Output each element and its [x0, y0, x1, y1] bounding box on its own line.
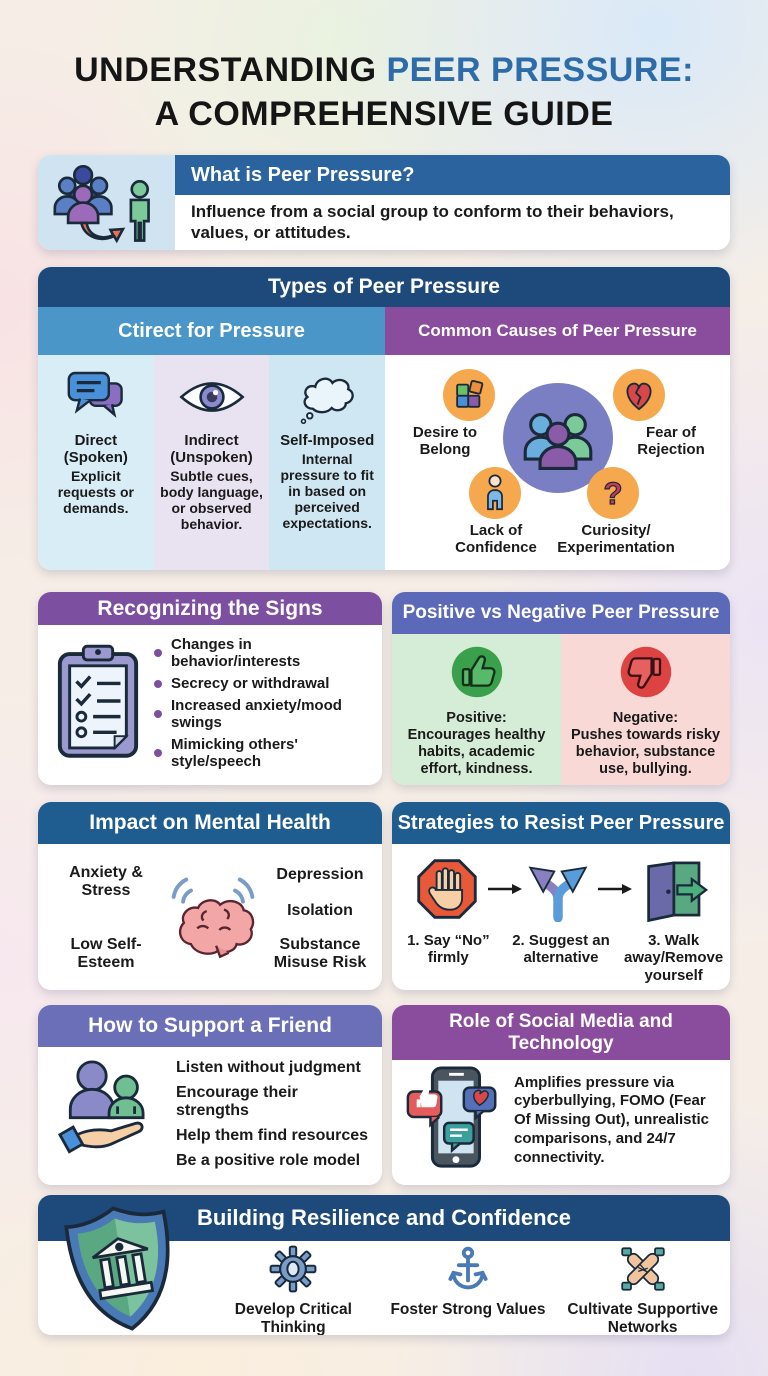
- bullet-dot: [154, 679, 162, 688]
- open-door-icon: [636, 856, 709, 927]
- broken-heart-icon: [613, 369, 665, 421]
- strategy-step: 3. Walk away/Remove yourself: [624, 932, 724, 984]
- causes-subheader: Common Causes of Peer Pressure: [385, 307, 730, 355]
- mental-label: Substance Misuse Risk: [273, 936, 367, 971]
- title-prefix: UNDERSTANDING: [74, 51, 387, 89]
- type-direct: Direct (Spoken) Explicit requests or dem…: [38, 355, 154, 570]
- mental-label: Isolation: [287, 902, 353, 919]
- type-self-imposed: Self-Imposed Internal pressure to fit in…: [269, 355, 386, 570]
- support-header: How to Support a Friend: [38, 1005, 382, 1047]
- resilience-item: Foster Strong Values: [381, 1241, 556, 1335]
- signs-list: Changes in behavior/interests Secrecy or…: [154, 631, 370, 775]
- resilience-label: Develop Critical Thinking: [234, 1301, 352, 1335]
- resilience-item: Develop Critical Thinking: [206, 1241, 381, 1335]
- shield-institution-icon: [54, 1195, 192, 1335]
- social-header: Role of Social Media and Technology: [392, 1005, 730, 1060]
- support-item: Encourage their strengths: [176, 1083, 298, 1119]
- what-is-card: What is Peer Pressure? Influence from a …: [38, 155, 730, 250]
- mental-label: Anxiety & Stress: [69, 864, 143, 899]
- person-icon: [469, 467, 521, 519]
- chat-bubbles-icon: [63, 365, 129, 429]
- types-card: Types of Peer Pressure Ctirect for Press…: [38, 267, 730, 570]
- hands-together-icon: [619, 1245, 667, 1298]
- type-desc: Subtle cues, body language, or observed …: [160, 467, 263, 532]
- page-title: UNDERSTANDING PEER PRESSURE: A COMPREHEN…: [0, 48, 768, 136]
- signs-card: Recognizing the Signs: [38, 592, 382, 785]
- stop-hand-icon: [414, 856, 480, 927]
- mental-header: Impact on Mental Health: [38, 802, 382, 844]
- negative-desc: Pushes towards risky behavior, substance…: [570, 727, 721, 778]
- smartphone-notifications-icon: [404, 1064, 504, 1177]
- support-list: Listen without judgment Encourage their …: [176, 1052, 372, 1177]
- type-name: Self-Imposed: [280, 432, 375, 449]
- bullet-dot: [154, 710, 162, 718]
- social-body: Amplifies pressure via cyberbullying, FO…: [514, 1073, 710, 1166]
- cause-label: Fear of Rejection: [637, 424, 705, 458]
- strategy-step: 1. Say “No” firmly: [407, 932, 490, 967]
- positive-panel: Positive: Encourages healthy habits, aca…: [392, 634, 561, 785]
- thought-cloud-icon: [295, 365, 359, 429]
- sign-item: Changes in behavior/interests: [171, 636, 301, 670]
- what-is-header: What is Peer Pressure?: [175, 155, 730, 195]
- fork-arrows-icon: [521, 856, 595, 927]
- pos-neg-card: Positive vs Negative Peer Pressure Posit…: [392, 592, 730, 785]
- resilience-card: Building Resilience and Confidence: [38, 1195, 730, 1335]
- positive-desc: Encourages healthy habits, academic effo…: [407, 727, 546, 778]
- brain-icon: [150, 852, 276, 983]
- types-left-subheader: Ctirect for Pressure: [38, 307, 385, 355]
- cause-label: Curiosity/ Experimentation: [557, 522, 675, 556]
- strategy-step: 2. Suggest an alternative: [512, 932, 610, 967]
- sign-item: Increased anxiety/mood swings: [171, 697, 342, 731]
- eye-icon: [177, 365, 247, 429]
- strategies-card: Strategies to Resist Peer Pressure: [392, 802, 730, 990]
- resilience-label: Foster Strong Values: [390, 1301, 546, 1318]
- bullet-dot: [154, 649, 162, 657]
- pos-neg-header: Positive vs Negative Peer Pressure: [392, 592, 730, 634]
- support-card: How to Support a Friend Listen without j…: [38, 1005, 382, 1185]
- sign-item: Mimicking others' style/speech: [171, 736, 298, 770]
- sign-item: Secrecy or withdrawal: [171, 675, 330, 692]
- cause-label: Desire to Belong: [412, 424, 478, 458]
- mental-label: Depression: [276, 866, 364, 883]
- type-desc: Explicit requests or demands.: [57, 467, 134, 516]
- resilience-item: Cultivate Supportive Networks: [555, 1241, 730, 1335]
- svg-text:?: ?: [603, 476, 622, 511]
- common-causes-diagram: ? Desire to Belong Fear of Rejection Lac…: [385, 355, 730, 570]
- mental-label: Low Self-Esteem: [70, 936, 142, 971]
- negative-title: Negative:: [612, 710, 679, 726]
- negative-panel: Negative: Pushes towards risky behavior,…: [561, 634, 730, 785]
- support-item: Listen without judgment: [176, 1058, 361, 1076]
- type-indirect: Indirect (Unspoken) Subtle cues, body la…: [153, 355, 270, 570]
- strategies-header: Strategies to Resist Peer Pressure: [392, 802, 730, 844]
- support-item: Help them find resources: [176, 1126, 369, 1144]
- support-item: Be a positive role model: [176, 1151, 361, 1169]
- what-is-body: Influence from a social group to conform…: [191, 201, 674, 242]
- resilience-label: Cultivate Supportive Networks: [567, 1301, 719, 1335]
- thumbs-down-icon: [618, 644, 674, 705]
- type-name: Indirect (Unspoken): [170, 432, 253, 466]
- bullet-dot: [154, 749, 162, 757]
- type-name: Direct (Spoken): [63, 432, 128, 466]
- group-to-individual-icon: [38, 155, 175, 250]
- arrow-right-icon: [488, 882, 522, 901]
- title-line2: A COMPREHENSIVE GUIDE: [154, 95, 614, 134]
- gear-icon: [269, 1245, 317, 1298]
- mental-health-card: Impact on Mental Health: [38, 802, 382, 990]
- thumbs-up-icon: [449, 644, 505, 705]
- type-desc: Internal pressure to fit in based on per…: [280, 450, 374, 532]
- question-mark-icon: ?: [587, 467, 639, 519]
- anchor-icon: [445, 1245, 491, 1298]
- signs-header: Recognizing the Signs: [38, 592, 382, 625]
- social-media-card: Role of Social Media and Technology: [392, 1005, 730, 1185]
- puzzle-icon: [443, 369, 495, 421]
- arrow-right-icon: [598, 882, 632, 901]
- positive-title: Positive:: [446, 710, 507, 726]
- helping-hand-icon: [57, 1056, 162, 1173]
- clipboard-checklist-icon: [54, 640, 142, 767]
- types-header: Types of Peer Pressure: [38, 267, 730, 307]
- cause-label: Lack of Confidence: [455, 522, 537, 556]
- title-highlight: PEER PRESSURE:: [386, 51, 694, 89]
